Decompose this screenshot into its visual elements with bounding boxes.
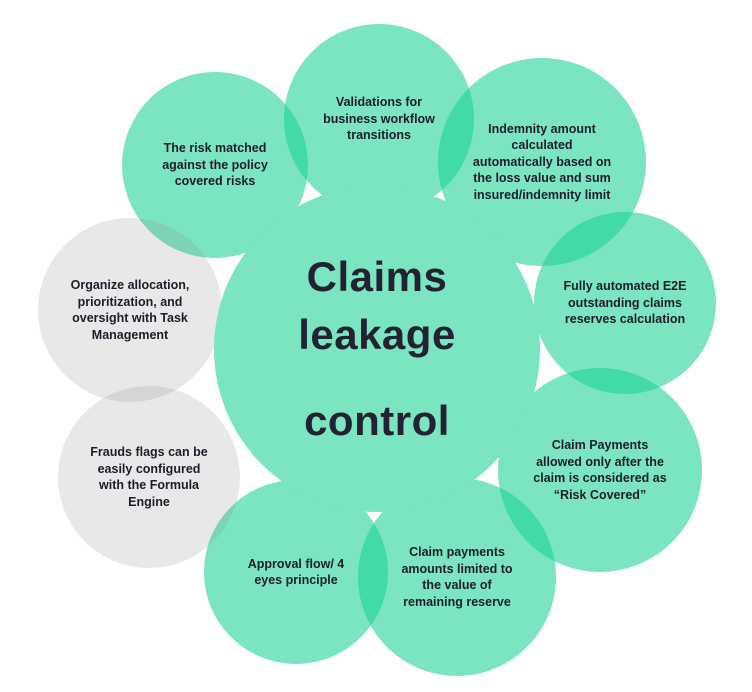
node-validations-label: Validations for business workflow transi… — [323, 95, 435, 143]
node-task-management-label: Organize allocation, prioritization, and… — [70, 278, 190, 342]
node-validations: Validations for business workflow transi… — [284, 24, 474, 214]
center-title-line-2: leakage — [298, 310, 456, 358]
center-circle: Claims leakage control — [214, 186, 540, 512]
center-title-line-3: control — [304, 397, 450, 445]
center-title-line-1: Claims — [306, 252, 448, 300]
node-frauds-flags-label: Frauds flags can be easily configured wi… — [90, 445, 208, 509]
node-risk-match-label: The risk matched against the policy cove… — [162, 141, 268, 189]
node-indemnity-label: Indemnity amount calculated automaticall… — [472, 121, 612, 202]
node-claim-payments-allowed-label: Claim Payments allowed only after the cl… — [533, 438, 667, 502]
node-risk-match: The risk matched against the policy cove… — [122, 72, 308, 258]
node-payments-limited-label: Claim payments amounts limited to the va… — [401, 545, 513, 609]
node-approval-flow: Approval flow/ 4 eyes principle — [204, 480, 388, 664]
node-fully-automated-reserves-label: Fully automated E2E outstanding claims r… — [563, 279, 687, 327]
node-fully-automated-reserves: Fully automated E2E outstanding claims r… — [534, 212, 716, 394]
node-task-management: Organize allocation, prioritization, and… — [38, 218, 222, 402]
node-approval-flow-label: Approval flow/ 4 eyes principle — [247, 556, 345, 588]
node-frauds-flags: Frauds flags can be easily configured wi… — [58, 386, 240, 568]
